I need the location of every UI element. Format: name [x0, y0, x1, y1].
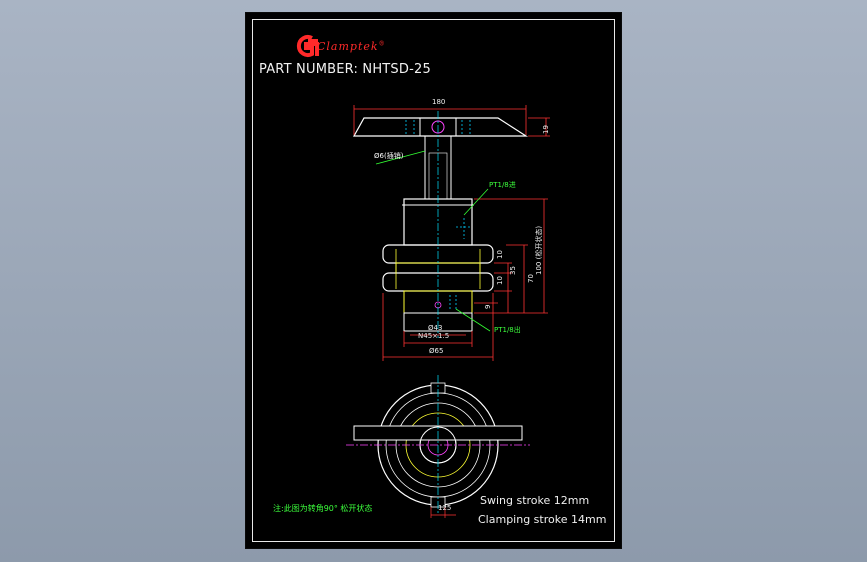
dim-top-width: 180	[432, 98, 446, 106]
drawing-sheet: Clamptek® PART NUMBER: NHTSD-25 180 19 Ø…	[245, 12, 622, 549]
leader-lines	[375, 150, 491, 332]
swing-stroke-text: Swing stroke 12mm	[480, 494, 590, 507]
t-handle-outline	[352, 117, 529, 137]
technical-drawing	[296, 35, 550, 518]
dim-height-35: 35	[509, 266, 517, 275]
label-port-bottom: PT1/8出	[494, 326, 521, 334]
dim-pin-note: Ø6(插销)	[374, 152, 404, 160]
dim-stroke-total: 100 (松开状态)	[535, 225, 543, 275]
dim-handle-height: 19	[542, 125, 550, 134]
dimension-lines	[353, 105, 550, 361]
dim-thread: N45×1.5	[418, 332, 450, 340]
dim-height-9: 9	[484, 304, 492, 309]
brand-name: Clamptek®	[317, 40, 386, 53]
dim-height-10a: 10	[496, 250, 504, 259]
dim-dia-43: Ø43	[428, 324, 443, 332]
dim-dia-65: Ø65	[429, 347, 444, 355]
dim-25: 125	[438, 504, 452, 512]
sheet-border-frame	[252, 19, 615, 542]
front-view	[352, 111, 529, 338]
part-number-title: PART NUMBER: NHTSD-25	[259, 62, 431, 77]
dim-height-70: 70	[527, 274, 535, 283]
clamping-stroke-text: Clamping stroke 14mm	[478, 513, 607, 526]
label-port-top: PT1/8进	[489, 181, 516, 189]
clamptek-logo-icon	[296, 35, 319, 57]
top-view	[346, 375, 530, 518]
dim-height-10b: 10	[496, 276, 504, 285]
drawing-note: 注:此图为转角90° 松开状态	[273, 504, 373, 513]
